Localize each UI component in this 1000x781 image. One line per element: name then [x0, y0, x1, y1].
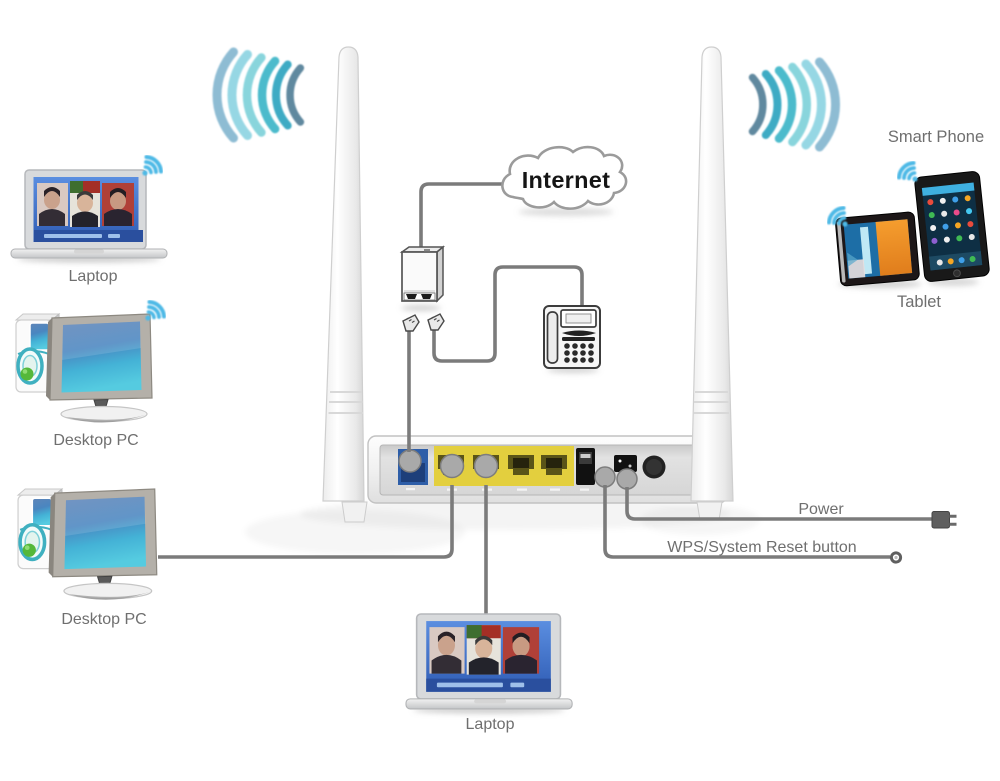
svg-text:Desktop PC: Desktop PC	[61, 611, 146, 628]
svg-text:Internet: Internet	[522, 167, 611, 193]
svg-text:Laptop: Laptop	[466, 716, 515, 733]
svg-text:Power: Power	[798, 501, 844, 518]
svg-text:Tablet: Tablet	[897, 293, 941, 311]
svg-text:WPS/System Reset button: WPS/System Reset button	[667, 539, 856, 556]
svg-text:Smart Phone: Smart Phone	[888, 128, 984, 146]
svg-text:Laptop: Laptop	[69, 268, 118, 285]
svg-text:Desktop PC: Desktop PC	[53, 432, 138, 449]
